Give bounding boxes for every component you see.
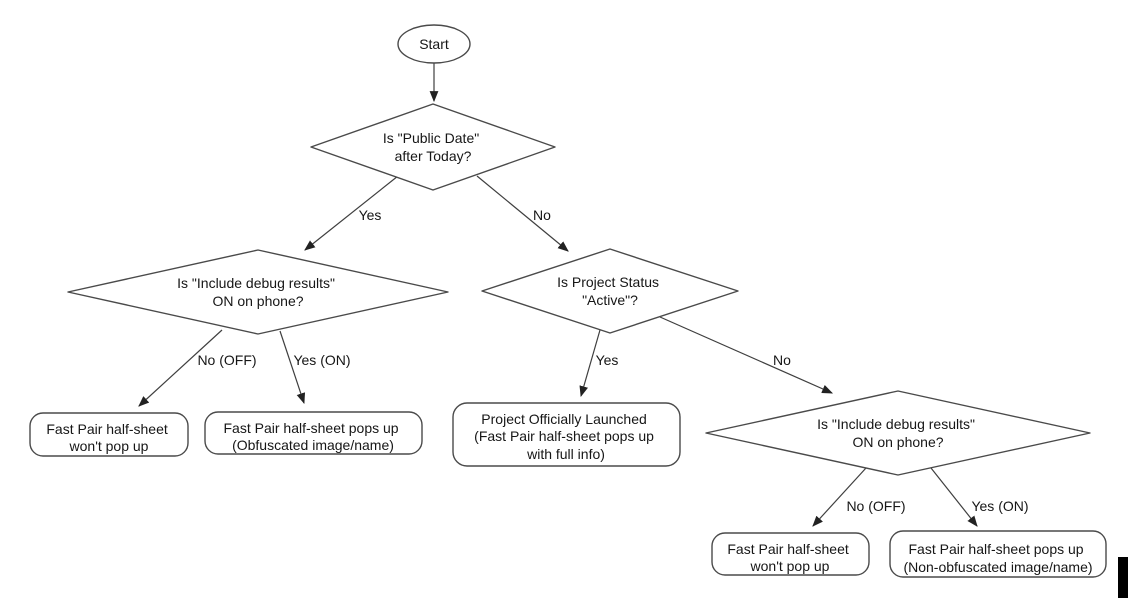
node-decision-project-status: Is Project Status "Active"? xyxy=(481,248,739,334)
edge-label-yes-on-2: Yes (ON) xyxy=(971,498,1028,514)
node-result-officially-launched: Project Officially Launched (Fast Pair h… xyxy=(452,402,681,467)
edge-labels-layer: Yes No No (OFF) Yes (ON) Yes No No (OFF)… xyxy=(197,207,1028,514)
edge-label-no-off-1: No (OFF) xyxy=(197,352,256,368)
edge-debug-left-yes-on xyxy=(279,330,306,405)
edge-public-date-no xyxy=(476,175,569,252)
result-wont-pop-up-right-label: Fast Pair half-sheet won't pop up xyxy=(727,541,852,574)
edge-label-yes-on-1: Yes (ON) xyxy=(293,352,350,368)
start-label: Start xyxy=(419,36,449,52)
edges-layer xyxy=(138,63,978,527)
process-box-shape xyxy=(29,412,189,457)
decision-diamond-shape xyxy=(481,248,739,334)
node-result-wont-pop-up-right: Fast Pair half-sheet won't pop up xyxy=(711,532,870,576)
result-non-obfuscated-label: Fast Pair half-sheet pops up (Non-obfusc… xyxy=(903,541,1092,575)
edge-label-no-off-2: No (OFF) xyxy=(846,498,905,514)
edge-debug-left-no-off xyxy=(138,329,223,407)
edge-status-no xyxy=(659,316,834,394)
edge-label-no-1: No xyxy=(533,207,551,223)
edge-debug-right-yes-on xyxy=(930,467,978,527)
node-result-wont-pop-up-left: Fast Pair half-sheet won't pop up xyxy=(29,412,189,457)
node-result-non-obfuscated: Fast Pair half-sheet pops up (Non-obfusc… xyxy=(889,530,1107,578)
decision-diamond-shape xyxy=(705,390,1091,476)
node-result-obfuscated: Fast Pair half-sheet pops up (Obfuscated… xyxy=(204,411,423,455)
decision-diamond-shape xyxy=(67,249,449,335)
text-cursor-bar xyxy=(1118,557,1128,598)
edge-debug-right-no-off xyxy=(812,467,867,527)
process-box-shape xyxy=(889,530,1107,578)
node-decision-public-date: Is "Public Date" after Today? xyxy=(310,103,556,191)
result-officially-launched-label: Project Officially Launched (Fast Pair h… xyxy=(474,411,658,462)
result-obfuscated-label: Fast Pair half-sheet pops up (Obfuscated… xyxy=(224,420,403,453)
result-wont-pop-up-left-label: Fast Pair half-sheet won't pop up xyxy=(46,421,171,454)
edge-public-date-yes xyxy=(304,175,399,251)
decision-public-date-label: Is "Public Date" after Today? xyxy=(383,130,483,164)
decision-debug-right-label: Is "Include debug results" ON on phone? xyxy=(817,416,979,450)
edge-status-yes xyxy=(579,329,601,398)
edge-label-yes-2: Yes xyxy=(596,352,619,368)
decision-debug-left-label: Is "Include debug results" ON on phone? xyxy=(177,275,339,309)
process-box-shape xyxy=(452,402,681,467)
process-box-shape xyxy=(711,532,870,576)
start-terminator-shape xyxy=(397,24,471,64)
decision-diamond-shape xyxy=(310,103,556,191)
node-start: Start xyxy=(397,24,471,64)
node-decision-debug-right: Is "Include debug results" ON on phone? xyxy=(705,390,1091,476)
node-decision-debug-left: Is "Include debug results" ON on phone? xyxy=(67,249,449,335)
process-box-shape xyxy=(204,411,423,455)
edge-label-no-2: No xyxy=(773,352,791,368)
decision-project-status-label: Is Project Status "Active"? xyxy=(557,274,663,308)
edge-label-yes-1: Yes xyxy=(359,207,382,223)
